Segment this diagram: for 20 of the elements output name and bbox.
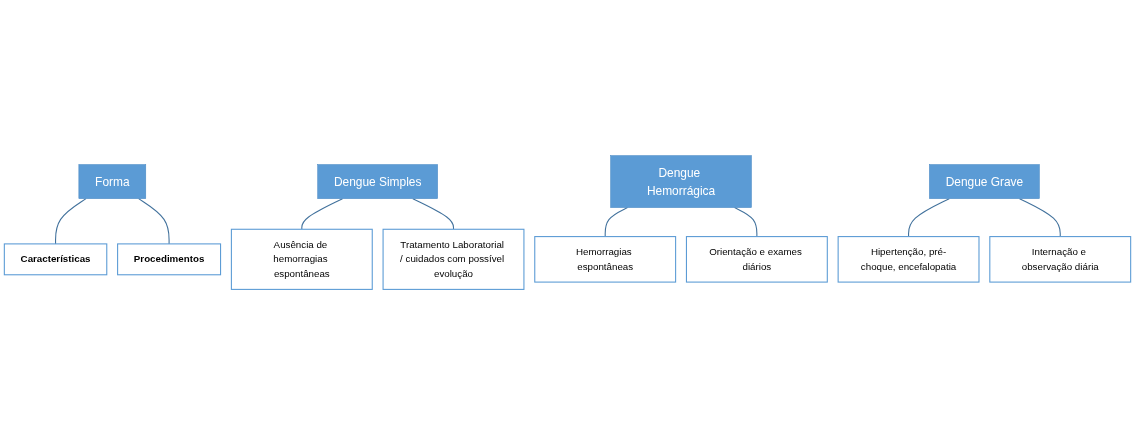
node-box: Dengue Hemorrágica (610, 155, 752, 208)
node-box: Ausência de hemorragias espontâneas (230, 228, 373, 290)
node-box: Dengue Simples (317, 164, 438, 199)
connector (604, 207, 629, 238)
node-box: Hipertenção, pré-choque, encefalopatia (837, 236, 980, 283)
node-box: Forma (78, 164, 147, 199)
node-box: Características (3, 243, 108, 276)
node-box: Dengue Grave (929, 164, 1040, 199)
node-box: Tratamento Laboratorial / cuidados com possível evolução (382, 228, 525, 290)
node-box: Hemorragias espontâneas (534, 236, 677, 283)
connector (1019, 198, 1061, 238)
node-box: Internação e observação diária (989, 236, 1132, 283)
connector (412, 198, 455, 230)
node-box: Orientação e exames diários (685, 236, 828, 283)
connector (734, 207, 758, 238)
connector (908, 198, 950, 238)
connector (301, 198, 344, 230)
connector (138, 198, 170, 245)
connector (55, 198, 87, 245)
node-box: Procedimentos (117, 243, 222, 276)
